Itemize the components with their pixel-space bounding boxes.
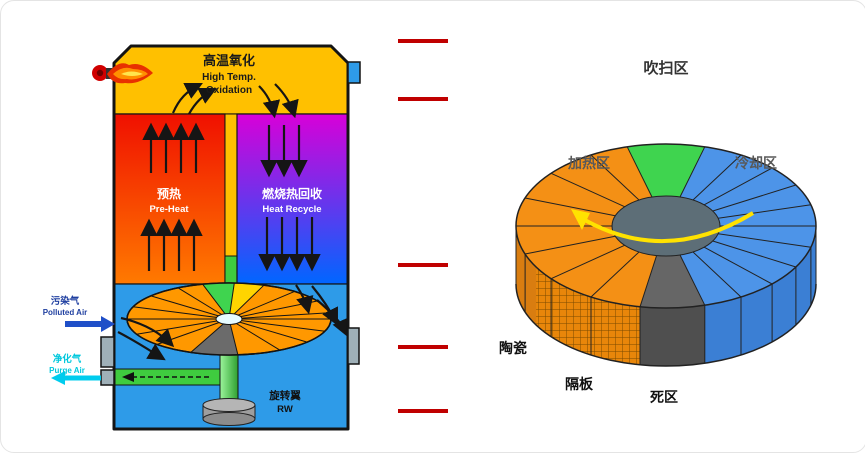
preheat-label-en: Pre-Heat [149,204,189,215]
preheat-zone [113,113,226,285]
red-marker-line-4 [398,345,448,349]
heating-zone-label: 加热区 [567,155,610,171]
oxidation-label-en1: High Temp. [202,72,256,83]
preheat-label-cn: 预热 [157,186,181,201]
red-marker-line-2 [398,97,448,101]
center-divider [224,113,238,285]
duct-arrowhead [122,372,134,382]
recycle-label-cn: 燃烧热回收 [262,186,322,201]
dead-zone-label: 死区 [649,389,678,405]
outlet-label-en: Purge Air [49,366,85,375]
left-side-port [100,336,115,368]
top-right-port [347,61,361,84]
red-marker-line-3 [398,263,448,267]
ceramic-label: 陶瓷 [499,340,527,356]
cooling-wall [704,226,816,364]
rotor-label-en: RW [277,404,293,415]
flow-arrows [117,83,349,361]
cooling-zone-label: 冷却区 [735,155,777,171]
wheel-purge-sector [202,282,235,319]
sector-spokes [516,146,816,307]
wheel-dead-sector [190,319,238,356]
dead-zone-sector [640,255,705,309]
outlet-label-cn: 净化气 [53,353,82,365]
oxidation-label-en2: Oxidation [206,85,252,96]
heating-sector [515,146,657,307]
rto-vessel-schematic: 高温氧化 High Temp. Oxidation 预热 Pre-Heat 燃烧… [43,44,361,431]
wheel-spokes [127,282,331,356]
purge-zone-label: 吹扫区 [643,59,688,77]
donut-side-walls [515,226,817,367]
purge-air-outlet-arrow [51,371,101,385]
rotary-wing-wheel [126,282,332,356]
purge-sector [627,144,705,197]
burner-flame-icon [92,63,153,84]
left-outlet-stub [100,369,115,386]
rotation-arrow [571,209,755,243]
polluted-air-inlet-arrow [65,316,115,332]
rotor-label-cn: 旋转翼 [268,389,301,402]
right-side-port [347,327,360,365]
donut-top-face [515,143,817,309]
wheel-hub [215,313,243,325]
red-marker-line-5 [398,409,448,413]
inlet-label-cn: 污染气 [51,295,80,307]
ceramic-hatch-wall [536,267,640,365]
recycle-label-en: Heat Recycle [262,204,321,215]
dead-zone-wall [640,305,705,367]
rotor-zones-3d-view: 吹扫区 加热区 冷却区 陶瓷 隔板 死区 [499,59,817,405]
motor-base [202,398,256,426]
oxidation-label-cn: 高温氧化 [203,53,255,68]
inlet-label-en: Polluted Air [43,308,88,317]
partition-label: 隔板 [565,376,594,392]
wall-edges [515,226,817,365]
purge-duct [113,368,222,386]
donut-hole [611,195,721,257]
red-marker-line-1 [398,39,448,43]
